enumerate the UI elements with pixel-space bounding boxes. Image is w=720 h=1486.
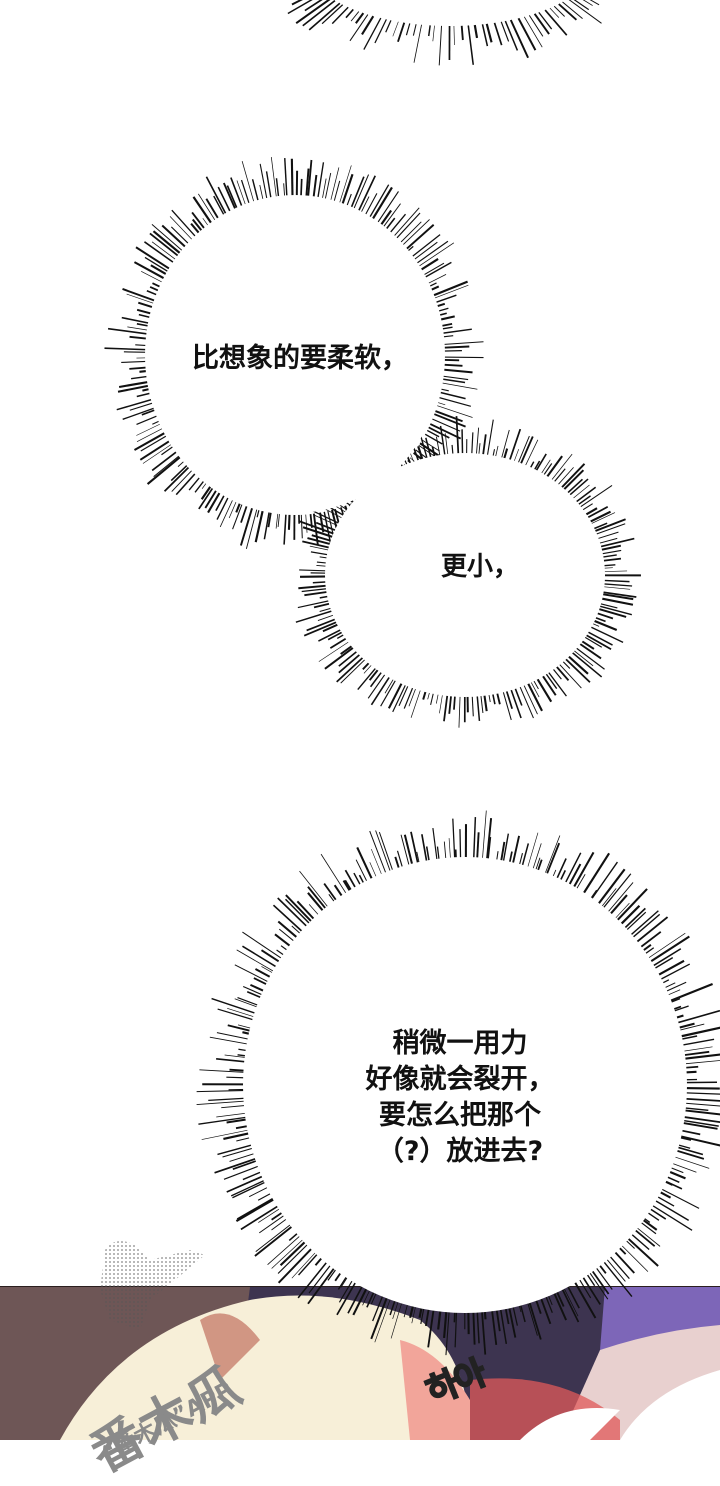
bubble-3-line-3: 要怎么把那个	[325, 1098, 595, 1134]
top-partial-bubble	[266, 0, 636, 65]
bubble-2-text: 更小，	[420, 550, 540, 584]
bubble-3-line-1: 稍微一用力	[325, 1026, 595, 1062]
bubble-1-text: 比想象的要柔软，	[150, 342, 450, 376]
speech-bubbles-layer	[0, 0, 720, 1440]
bubble-3-line-4: （?）放进去?	[325, 1134, 595, 1170]
bubble-3-line-2: 好像就会裂开，	[325, 1062, 595, 1098]
bubble-3-text: 稍微一用力 好像就会裂开， 要怎么把那个 （?）放进去?	[325, 1026, 595, 1170]
